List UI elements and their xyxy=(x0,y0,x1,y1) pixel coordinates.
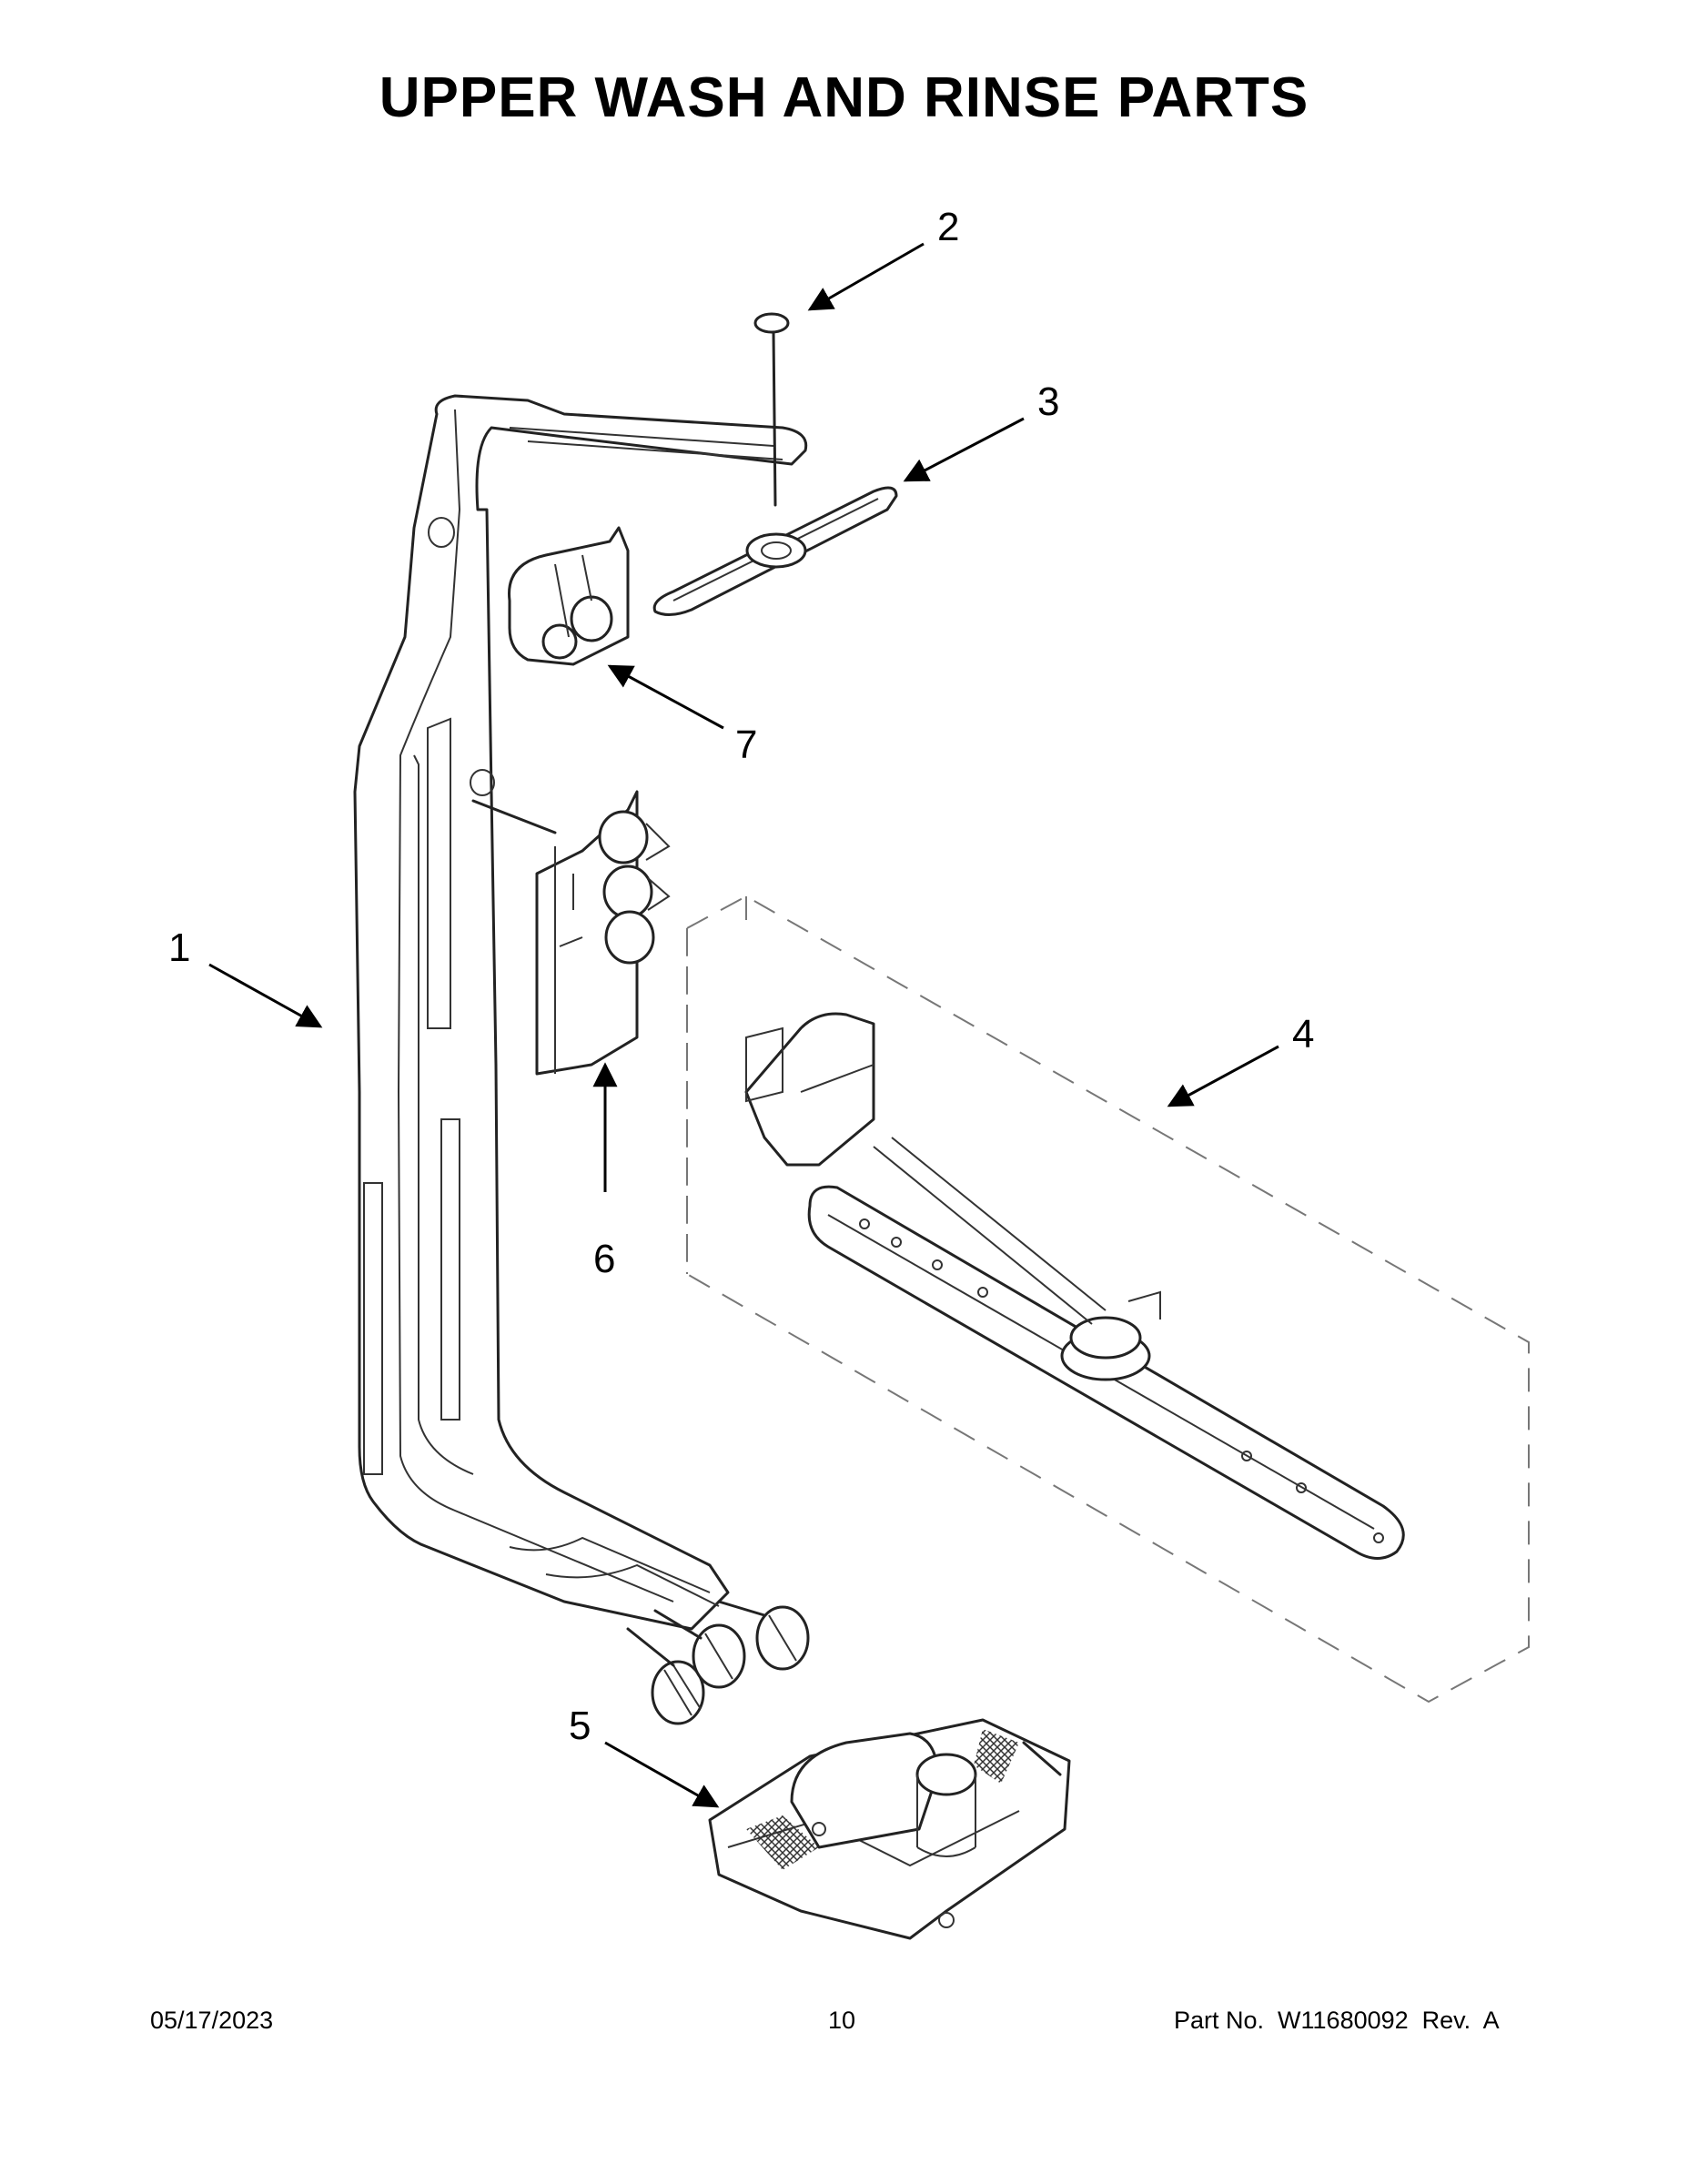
arrow-4 xyxy=(1167,1045,1279,1107)
part-5-sump-housing xyxy=(708,1718,1071,1940)
part-7-diverter xyxy=(508,526,630,666)
page-title: UPPER WASH AND RINSE PARTS xyxy=(379,66,1309,129)
arrow-5 xyxy=(604,1741,720,1808)
callout-6: 6 xyxy=(593,1237,616,1281)
arrow-2 xyxy=(807,242,925,311)
footer-part-number: Part No. W11680092 Rev. A xyxy=(1174,2007,1500,2034)
callout-5: 5 xyxy=(569,1704,591,1748)
part-4-mid-spray-arm xyxy=(686,895,1530,1704)
callout-4: 4 xyxy=(1292,1012,1315,1057)
callout-arrows xyxy=(208,242,1279,1808)
part-2-cap xyxy=(753,312,790,507)
part-6-valve-block xyxy=(471,790,671,1076)
footer-page-number: 10 xyxy=(828,2007,856,2034)
part-1-upper-conduit xyxy=(353,394,810,1725)
footer-date: 05/17/2023 xyxy=(150,2007,274,2034)
callout-3: 3 xyxy=(1037,379,1060,424)
callout-1: 1 xyxy=(168,925,191,970)
arrow-3 xyxy=(903,417,1025,482)
callout-2: 2 xyxy=(937,205,960,249)
arrow-7 xyxy=(607,664,724,730)
callout-7: 7 xyxy=(735,723,758,767)
part-3-upper-spray-arm xyxy=(652,486,898,616)
arrow-1 xyxy=(208,963,323,1028)
